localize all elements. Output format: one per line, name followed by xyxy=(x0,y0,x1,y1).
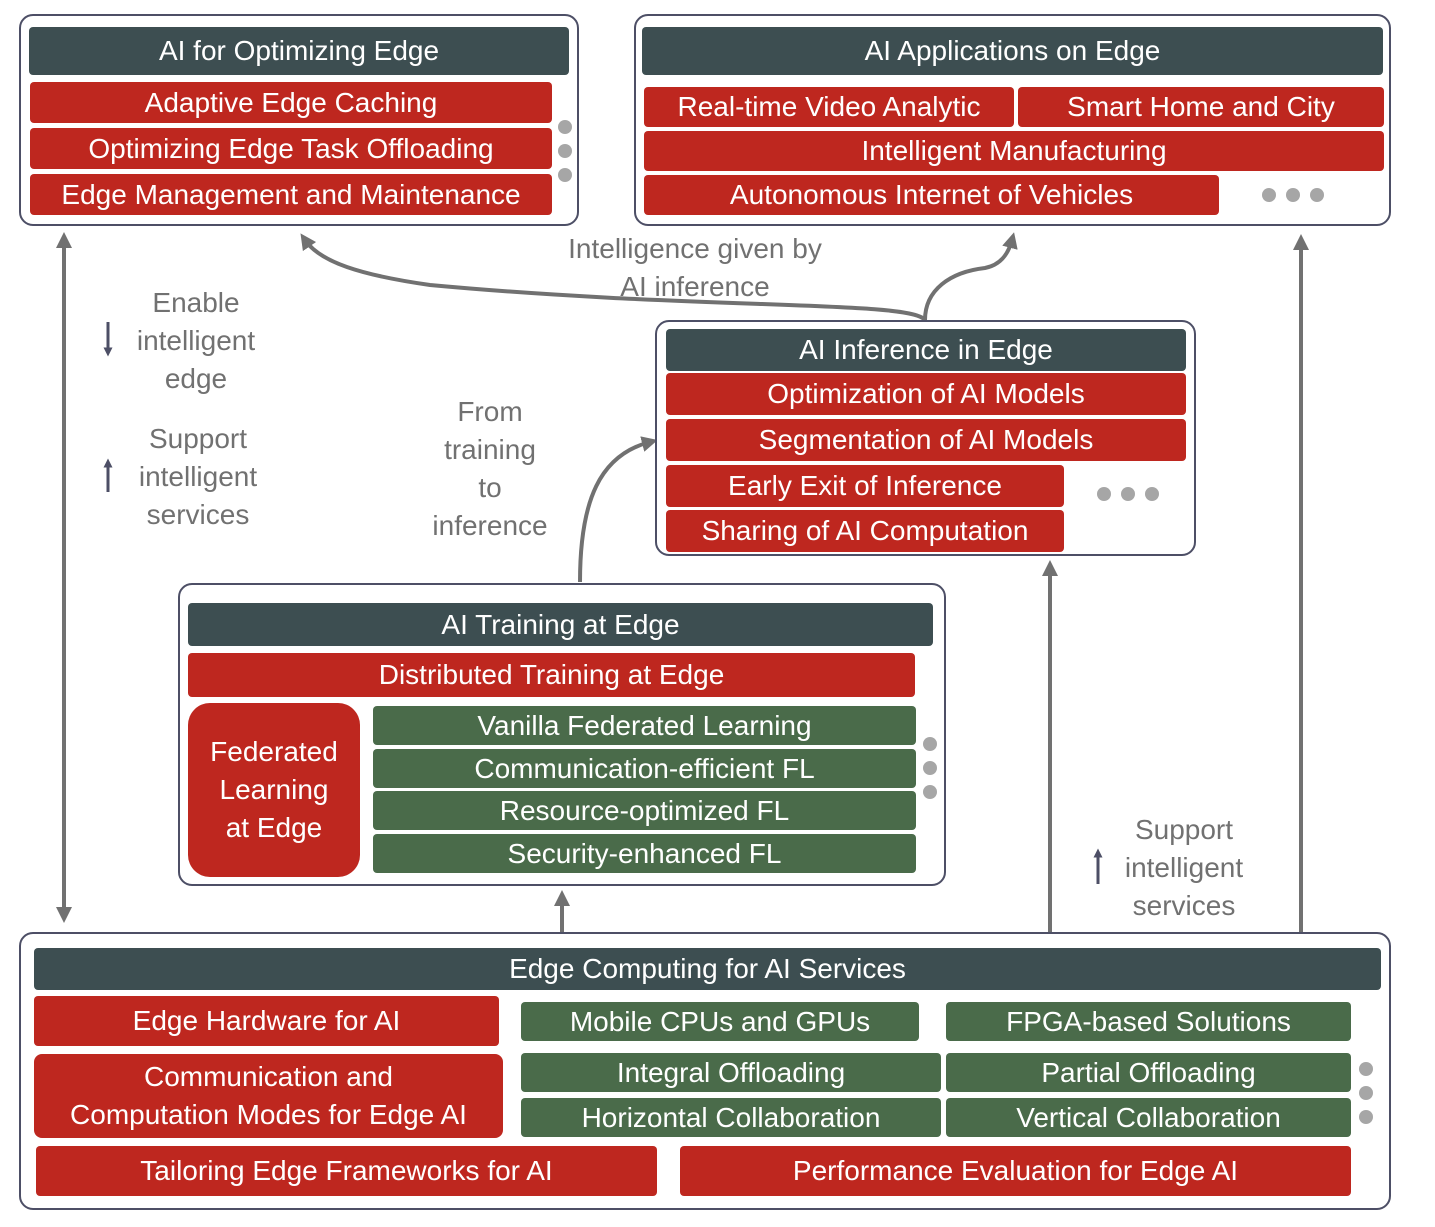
annotation-intelligence-given: Intelligence given by AI inference xyxy=(530,230,860,306)
item-vertical-collaboration: Vertical Collaboration xyxy=(946,1098,1351,1137)
item-early-exit: Early Exit of Inference xyxy=(666,465,1064,507)
item-performance-evaluation: Performance Evaluation for Edge AI xyxy=(680,1146,1351,1196)
item-task-offloading: Optimizing Edge Task Offloading xyxy=(30,128,552,169)
modes-line: Computation Modes for Edge AI xyxy=(70,1099,467,1130)
panel-title: AI for Optimizing Edge xyxy=(29,27,569,75)
annotation-line: services xyxy=(1132,890,1236,921)
ellipsis-dot xyxy=(1121,487,1135,501)
item-security-enhanced-fl: Security-enhanced FL xyxy=(373,834,916,873)
item-edge-hardware: Edge Hardware for AI xyxy=(34,996,499,1046)
item-adaptive-edge-caching: Adaptive Edge Caching xyxy=(30,82,552,123)
item-integral-offloading: Integral Offloading xyxy=(521,1053,941,1092)
fl-line: Federated xyxy=(210,736,338,767)
annotation-line: Intelligence given by xyxy=(568,233,822,264)
item-comm-comp-modes: Communication and Computation Modes for … xyxy=(34,1054,503,1138)
ai-inference-panel: AI Inference in Edge Optimization of AI … xyxy=(655,320,1196,556)
item-model-optimization: Optimization of AI Models xyxy=(666,373,1186,415)
annotation-line: edge xyxy=(164,363,228,394)
ellipsis-dot xyxy=(1286,188,1300,202)
item-edge-management: Edge Management and Maintenance xyxy=(30,174,552,215)
item-sharing-computation: Sharing of AI Computation xyxy=(666,510,1064,552)
ellipsis-dot xyxy=(923,737,937,751)
ellipsis-dot xyxy=(558,144,572,158)
ellipsis-dot xyxy=(1097,487,1111,501)
annotation-line: intelligent xyxy=(136,325,256,356)
arrow-training-to-inference xyxy=(578,436,658,583)
ellipsis-dot xyxy=(1359,1062,1373,1076)
arrow-inference-to-applications xyxy=(923,232,1018,321)
federated-learning-label: Federated Learning at Edge xyxy=(188,703,360,877)
item-resource-optimized-fl: Resource-optimized FL xyxy=(373,791,916,830)
item-comm-efficient-fl: Communication-efficient FL xyxy=(373,749,916,788)
item-mobile-cpus-gpus: Mobile CPUs and GPUs xyxy=(521,1002,919,1041)
ai-for-optimizing-edge-panel: AI for Optimizing Edge Adaptive Edge Cac… xyxy=(19,14,579,226)
annotation-line: intelligent xyxy=(138,461,258,492)
annotation-line: training xyxy=(444,434,536,465)
annotation-line: services xyxy=(146,499,250,530)
annotation-line: Support xyxy=(148,423,248,454)
ellipsis-dot xyxy=(1145,487,1159,501)
annotation-line: Enable xyxy=(152,287,240,318)
item-horizontal-collaboration: Horizontal Collaboration xyxy=(521,1098,941,1137)
ellipsis-dot xyxy=(923,761,937,775)
ellipsis-dot xyxy=(558,120,572,134)
ai-training-panel: AI Training at Edge Distributed Training… xyxy=(178,583,946,886)
panel-title: AI Training at Edge xyxy=(188,603,933,646)
annotation-line: AI inference xyxy=(620,271,770,302)
edge-computing-panel: Edge Computing for AI Services Edge Hard… xyxy=(19,932,1391,1210)
item-smart-home-city: Smart Home and City xyxy=(1018,87,1384,127)
ellipsis-dot xyxy=(1262,188,1276,202)
item-autonomous-iov: Autonomous Internet of Vehicles xyxy=(644,175,1219,215)
annotation-enable-intelligent-edge: Enable intelligent edge xyxy=(120,284,272,398)
panel-title: AI Inference in Edge xyxy=(666,329,1186,371)
annotation-from-training-to-inference: From training to inference xyxy=(415,393,565,545)
item-tailoring-frameworks: Tailoring Edge Frameworks for AI xyxy=(36,1146,657,1196)
ellipsis-dot xyxy=(923,785,937,799)
ellipsis-dot xyxy=(558,168,572,182)
item-model-segmentation: Segmentation of AI Models xyxy=(666,419,1186,461)
modes-line: Communication and xyxy=(143,1061,394,1092)
ellipsis-dot xyxy=(1310,188,1324,202)
item-distributed-training: Distributed Training at Edge xyxy=(188,653,915,697)
annotation-line: Support xyxy=(1134,814,1234,845)
ellipsis-dot xyxy=(1359,1110,1373,1124)
panel-title: AI Applications on Edge xyxy=(642,27,1383,75)
fl-line: Learning xyxy=(219,774,329,805)
item-intelligent-manufacturing: Intelligent Manufacturing xyxy=(644,131,1384,171)
panel-title: Edge Computing for AI Services xyxy=(34,948,1381,990)
item-video-analytic: Real-time Video Analytic xyxy=(644,87,1014,127)
annotation-support-services-right: Support intelligent services xyxy=(1106,811,1262,925)
item-fpga-solutions: FPGA-based Solutions xyxy=(946,1002,1351,1041)
ai-applications-panel: AI Applications on Edge Real-time Video … xyxy=(634,14,1391,226)
annotation-line: to xyxy=(478,472,502,503)
ellipsis-dot xyxy=(1359,1086,1373,1100)
annotation-line: inference xyxy=(432,510,548,541)
annotation-support-services-left: Support intelligent services xyxy=(120,420,276,534)
annotation-line: intelligent xyxy=(1124,852,1244,883)
fl-line: at Edge xyxy=(225,812,323,843)
item-partial-offloading: Partial Offloading xyxy=(946,1053,1351,1092)
annotation-line: From xyxy=(457,396,523,427)
item-vanilla-fl: Vanilla Federated Learning xyxy=(373,706,916,745)
